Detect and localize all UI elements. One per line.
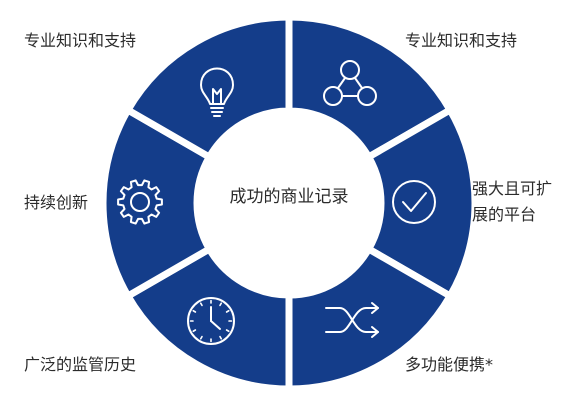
label-left: 持续创新 [24,193,89,212]
shuffle-arrows-icon [325,302,379,338]
network-nodes-icon [323,60,377,106]
label-right: 强大且可扩 展的平台 [472,179,553,224]
label-top-left: 专业知识和支持 [24,31,137,50]
checkmark-circle-icon [392,180,436,224]
clock-icon [187,297,235,345]
gear-icon [117,179,163,225]
lightbulb-icon [200,67,234,117]
clock-ticks [189,299,233,343]
label-top-right: 专业知识和支持 [405,31,518,50]
center-title: 成功的商业记录 [229,187,349,207]
label-bottom-left: 广泛的监管历史 [24,355,137,374]
center-circle [197,111,381,295]
label-bottom-right: 多功能便携* [405,355,494,374]
